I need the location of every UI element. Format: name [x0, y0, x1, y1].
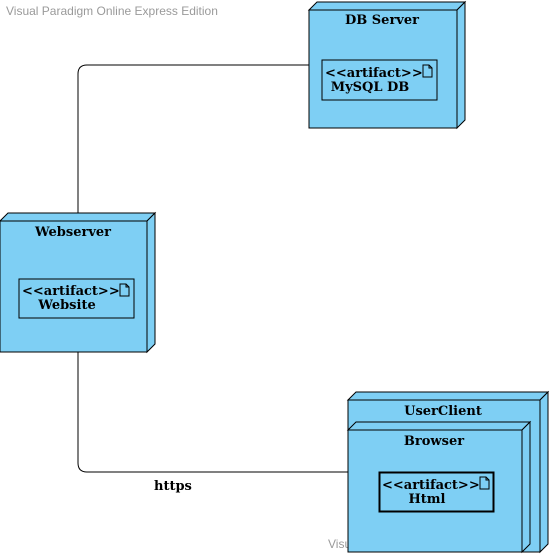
node-browser-side-face: [521, 420, 531, 554]
artifact-website[interactable]: <<artifact>> Website: [18, 278, 135, 319]
node-user-client[interactable]: UserClient Browser <<artifact>> Html: [346, 390, 550, 554]
artifact-website-box: [18, 278, 135, 319]
artifact-mysql-db[interactable]: <<artifact>> MySQL DB: [321, 59, 438, 101]
connector-label-https: https: [154, 479, 192, 494]
artifact-mysql-db-stereotype: <<artifact>>: [325, 66, 423, 81]
node-webserver-side-face: [146, 211, 156, 354]
node-browser-top-face: [346, 421, 532, 431]
watermark-top: Visual Paradigm Online Express Edition: [6, 4, 218, 18]
node-webserver-top-face: [0, 212, 157, 222]
artifact-html-box: [378, 471, 495, 513]
node-user-client-top-face: [346, 391, 550, 401]
node-db-server-side-face: [456, 0, 466, 130]
node-browser-title: Browser: [404, 434, 464, 449]
artifact-html-stereotype: <<artifact>>: [382, 478, 480, 493]
connector-webserver-userclient[interactable]: [77, 352, 348, 473]
node-db-server-top-face: [307, 1, 467, 11]
artifact-mysql-db-box: [321, 59, 438, 101]
document-icon: [422, 64, 433, 78]
node-db-server-title: DB Server: [345, 13, 419, 28]
artifact-mysql-db-name: MySQL DB: [331, 80, 410, 95]
artifact-website-stereotype: <<artifact>>: [22, 284, 120, 299]
artifact-website-name: Website: [37, 298, 95, 313]
node-user-client-title: UserClient: [404, 404, 482, 419]
document-icon: [479, 476, 490, 490]
node-user-client-side-face: [539, 390, 549, 554]
artifact-html[interactable]: <<artifact>> Html: [378, 471, 495, 513]
node-webserver[interactable]: Webserver <<artifact>> Website: [0, 211, 157, 354]
node-browser[interactable]: Browser <<artifact>> Html: [346, 420, 532, 554]
document-icon: [119, 283, 130, 297]
artifact-html-inner-border: [379, 472, 494, 512]
node-db-server[interactable]: DB Server <<artifact>> MySQL DB: [307, 0, 467, 130]
artifact-html-name: Html: [409, 492, 446, 507]
node-webserver-title: Webserver: [34, 225, 111, 240]
connector-webserver-db[interactable]: [77, 64, 309, 213]
